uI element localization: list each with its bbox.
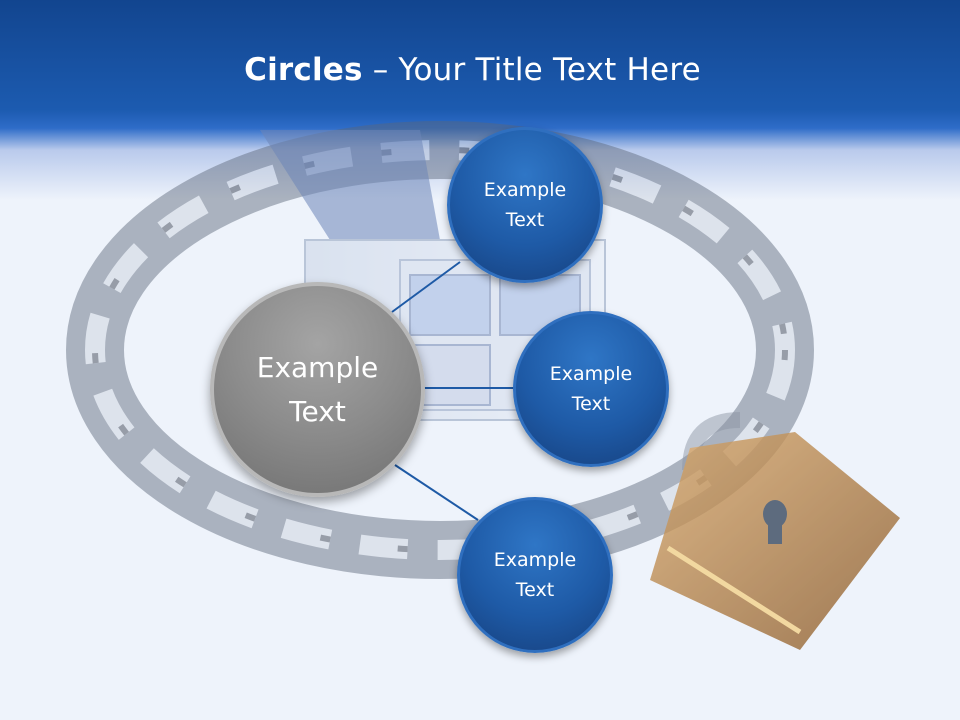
padlock [650,412,900,650]
main-circle[interactable]: Example Text [210,282,425,497]
slide-title: Circles – Your Title Text Here [0,52,945,88]
slide-title-bold: Circles [244,52,363,88]
satellite-circle-label: Example Text [493,549,577,601]
satellite-circle-label: Example Text [483,179,567,231]
chain-ring [66,121,814,579]
satellite-circle-middle[interactable]: Example Text [513,311,669,467]
slide-title-rest: – Your Title Text Here [362,52,701,88]
satellite-circle-bottom[interactable]: Example Text [457,497,613,653]
main-circle-label: Example Text [256,350,379,428]
connector-line-bottom [394,464,479,521]
satellite-circle-top[interactable]: Example Text [447,127,603,283]
connector-line-top [391,261,461,313]
satellite-circle-label: Example Text [549,363,633,415]
